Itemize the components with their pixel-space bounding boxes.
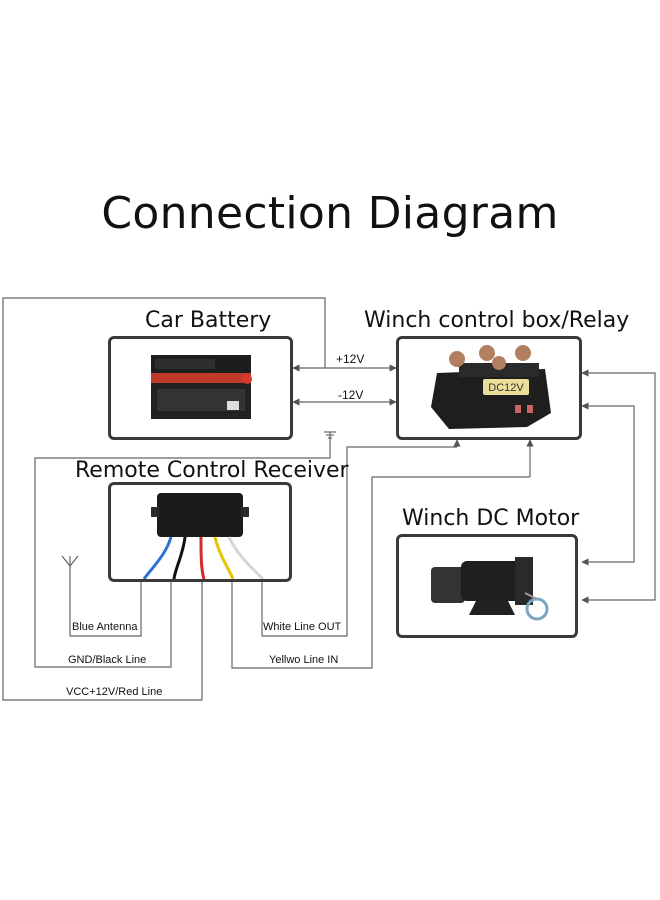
relay-icon: DC12V [431,345,551,429]
battery-label: Car Battery [145,308,272,333]
plus12v-label: +12V [336,352,365,366]
motor-label: Winch DC Motor [402,506,580,531]
minus12v-label: -12V [338,388,364,402]
wire-relay-motor-1 [581,369,656,604]
wire-label-white-out: White Line OUT [263,621,342,633]
receiver-label: Remote Control Receiver [75,458,349,483]
wire-label-yellow-in: Yellwo Line IN [269,654,339,666]
wire-relay-motor-2 [581,402,635,566]
wire-gnd [34,432,331,668]
wire-label-vcc: VCC+12V/Red Line [66,686,163,698]
relay-box: DC12V [396,336,582,440]
relay-badge: DC12V [488,382,524,394]
wire-yellow-in [231,476,530,669]
relay-label: Winch control box/Relay [364,308,630,333]
wire-label-gnd: GND/Black Line [68,654,147,666]
wire-antenna [69,566,142,637]
wire-white-out [261,446,457,637]
wire-vcc [2,297,326,701]
winch-icon [431,557,549,621]
battery-icon [151,355,252,419]
battery-box [108,336,293,440]
wire-label-antenna: Blue Antenna [72,621,138,633]
motor-box [396,534,578,638]
diagram-title: Connection Diagram [101,188,559,239]
receiver-box [108,482,292,582]
receiver-icon [142,493,265,581]
